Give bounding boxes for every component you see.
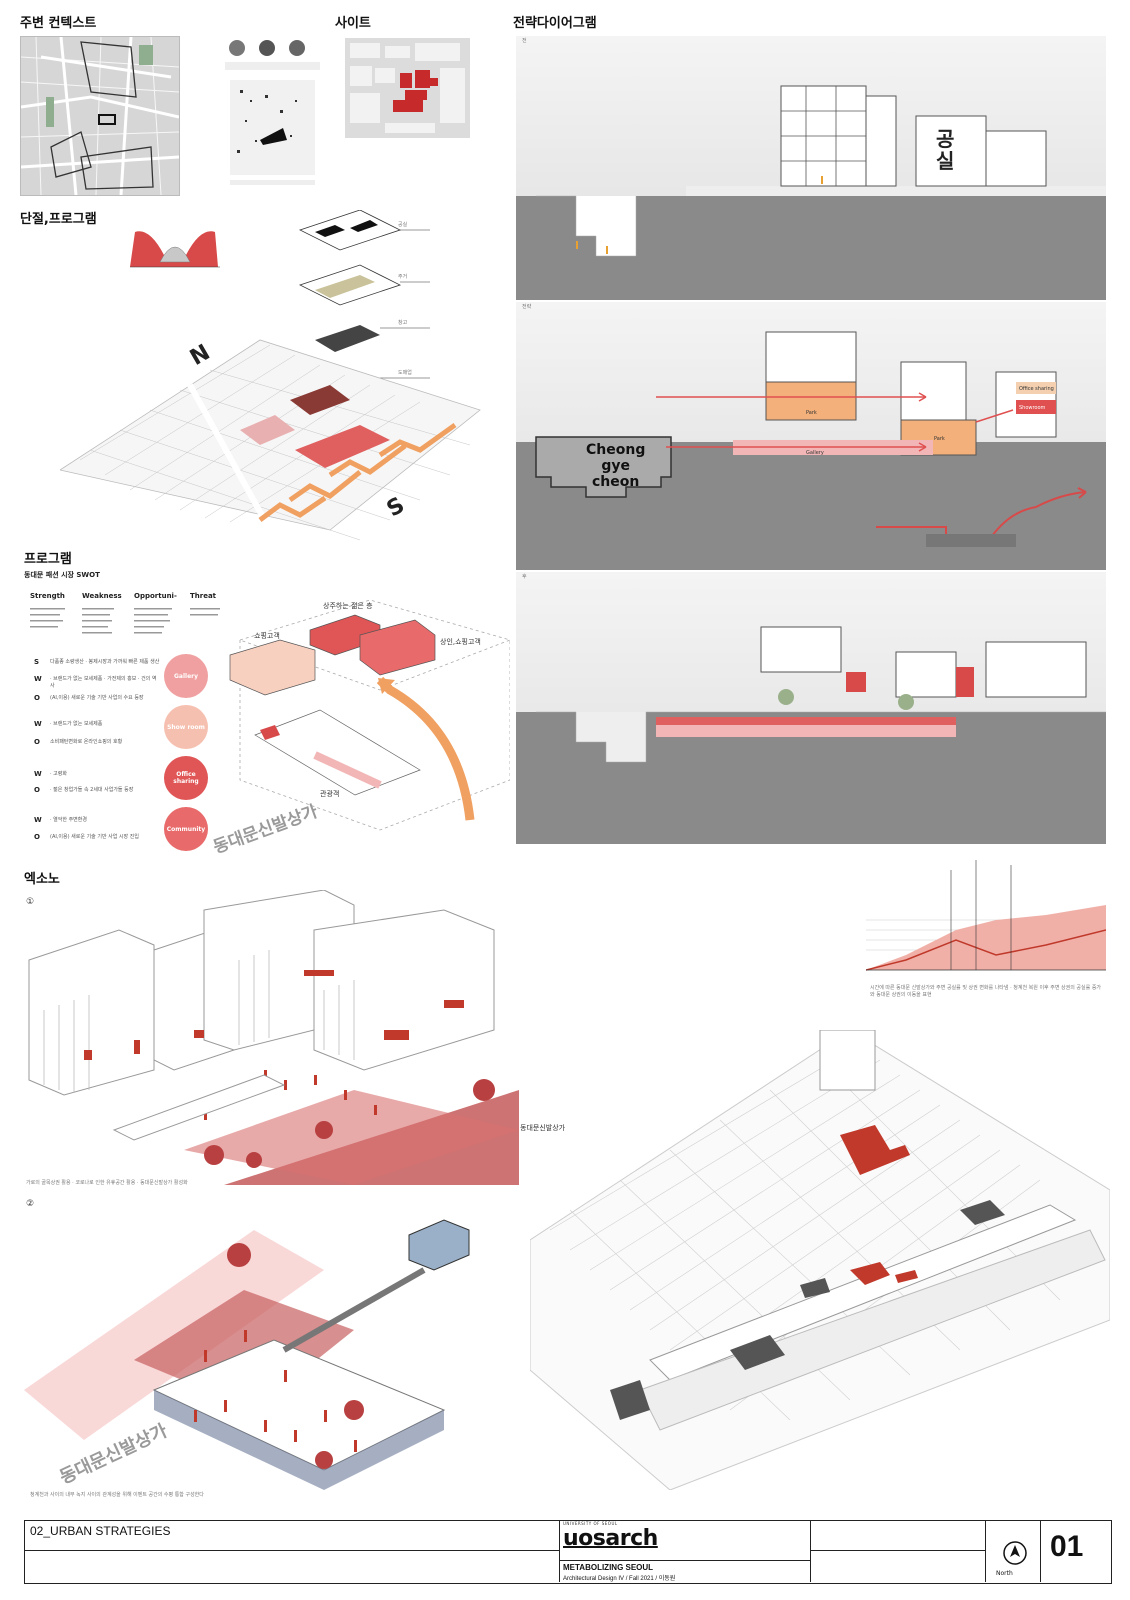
swot-row-text: (AI,이용) 새로운 기술 기반 사업 시장 진입 <box>50 834 139 840</box>
swot-header-weakness: Weakness <box>82 592 122 600</box>
site-caption <box>345 165 475 172</box>
title-block-divider <box>24 1550 559 1551</box>
strategy-panel-strategy: 전략 Cheong gye cheon Park Park Gallery Of… <box>516 302 1106 570</box>
panel3-section <box>516 626 1106 844</box>
swot-title: 동대문 패션 시장 SWOT <box>24 571 100 579</box>
north-label: North <box>996 1570 1013 1577</box>
program-title: 프로그램 <box>24 552 72 567</box>
swot-row-text: (AI,이용) 새로운 기술 기반 사업의 수요 등장 <box>50 695 144 701</box>
site-map <box>345 38 470 138</box>
strategy-panel-before: 전 공 실 <box>516 36 1106 300</box>
swot-row-letter: S <box>34 658 40 666</box>
swot-header-strength: Strength <box>30 592 65 600</box>
site-analysis <box>225 40 320 190</box>
exsono-axonometric-1 <box>28 890 519 1185</box>
context-map <box>20 36 180 196</box>
swot-row-text: · 젊은 창업가들 속 2세대 사업가들 등장 <box>50 787 134 793</box>
swot-row-letter: W <box>34 720 42 728</box>
panel1-tag: 전 <box>522 38 527 44</box>
swot-row-text: · 고령화 <box>50 771 67 777</box>
exsono-caption-2: 청계천과 사이의 내부 녹지 사이의 관계성을 위해 이벤트 공간의 수평 통합… <box>30 1492 204 1498</box>
tag-park-1: Park <box>806 410 817 416</box>
tag-showroom: Showroom <box>1019 405 1046 411</box>
layer3-label: 창고 <box>398 320 408 326</box>
timeline-caption: 시간에 따른 동대문 신발상가와 주변 공실률 및 상권 변화를 나타냄 · 청… <box>870 985 1102 998</box>
timeline-graph <box>866 860 1106 971</box>
title-block-divider <box>810 1550 985 1551</box>
panel1-section <box>516 85 1106 300</box>
swot-table-lines <box>30 608 220 634</box>
swot-row-text: 소비패턴변화로 온라인쇼핑의 호황 <box>50 739 123 745</box>
circle-showroom: Show room <box>164 705 208 749</box>
swot-row-text: · 브랜드가 없는 보세제품 · 가전제의 홍보 · 건의 역사 <box>50 676 157 689</box>
swot-row-letter: O <box>34 786 40 794</box>
label-young-residents: 상주하는 젊은 층 <box>323 602 373 610</box>
project-label: 02_URBAN STRATEGIES <box>30 1524 171 1538</box>
cheonggye-label: Cheong gye cheon <box>586 442 646 491</box>
title-block-divider <box>810 1520 811 1582</box>
swot-row-letter: W <box>34 675 42 683</box>
uosarch-logo: uosarch <box>563 1526 658 1551</box>
break-title: 단절,프로그램 <box>20 212 97 227</box>
title-block-divider <box>985 1520 986 1582</box>
vacancy-label: 공 실 <box>936 127 955 173</box>
strategy-panel-after: 후 <box>516 572 1106 844</box>
break-graph <box>130 222 220 272</box>
title-block-divider <box>559 1560 810 1561</box>
urban-axonometric <box>530 1030 1110 1490</box>
tag-office-sharing: Office sharing <box>1019 386 1054 392</box>
site-map-drawing <box>345 38 470 138</box>
title-block <box>24 1520 1112 1584</box>
title-block-divider <box>1040 1520 1041 1582</box>
site-axonometric <box>60 210 481 541</box>
title-block-divider <box>559 1520 560 1582</box>
tag-park-2: Park <box>934 436 945 442</box>
swot-row-text: · 열악한 주변환경 <box>50 817 87 823</box>
swot-row-text: 다품종 소량생산 · 봉제시장과 가까워 빠른 제품 생산 <box>50 659 160 665</box>
project-name: METABOLIZING SEOUL <box>563 1563 654 1572</box>
label-shopping-customers: 쇼핑고객 <box>254 632 280 640</box>
exsono-caption-1: 가로의 골목상권 활용 · 코로나로 인한 유휴공간 활용 · 동대문신발상가 … <box>26 1180 188 1186</box>
context-map-drawing <box>20 36 180 196</box>
university-label: UNIVERSITY OF SEOUL <box>563 1521 618 1526</box>
swot-row-letter: O <box>34 738 40 746</box>
swot-header-threat: Threat <box>190 592 217 600</box>
north-arrow-icon <box>1003 1541 1027 1565</box>
swot-row-letter: O <box>34 833 40 841</box>
context-title: 주변 컨텍스트 <box>20 16 97 31</box>
sheet-number: 01 <box>1050 1530 1084 1563</box>
exsono-number-2: ② <box>26 1199 35 1209</box>
circle-office-sharing: Office sharing <box>164 756 208 800</box>
market-label-1: 동대문신발상가 <box>520 1124 566 1132</box>
course-info: Architectural Design IV / Fall 2021 / 이동… <box>563 1576 676 1582</box>
site-title: 사이트 <box>335 16 371 31</box>
panel2-tag: 전략 <box>522 304 532 310</box>
exsono-title: 엑소노 <box>24 872 60 887</box>
swot-row-letter: W <box>34 816 42 824</box>
layer1-label: 공실 <box>398 222 408 228</box>
exsono-number-1: ① <box>26 897 35 907</box>
swot-row-letter: O <box>34 694 40 702</box>
label-merchants-customers: 상인,쇼핑고객 <box>440 638 481 646</box>
tag-gallery: Gallery <box>806 450 824 456</box>
swot-table-body <box>30 604 220 644</box>
layer2-label: 주거 <box>398 274 408 280</box>
circle-gallery: Gallery <box>164 654 208 698</box>
panel2-section <box>516 331 1106 570</box>
program-axonometric <box>229 600 510 831</box>
break-graph-drawing <box>130 231 220 268</box>
panel3-tag: 후 <box>522 574 527 580</box>
swot-row-letter: W <box>34 770 42 778</box>
strategy-title: 전략다이어그램 <box>513 16 597 31</box>
label-tourists: 관광객 <box>320 790 340 798</box>
layer4-label: 도매업 <box>398 370 412 376</box>
swot-row-text: · 브랜드가 없는 보세제품 <box>50 721 103 727</box>
circle-community: Community <box>164 807 208 851</box>
site-analysis-drawing <box>225 40 320 185</box>
swot-header-opportunity: Opportuni- <box>134 592 177 600</box>
exsono-axonometric-2 <box>24 1219 470 1490</box>
